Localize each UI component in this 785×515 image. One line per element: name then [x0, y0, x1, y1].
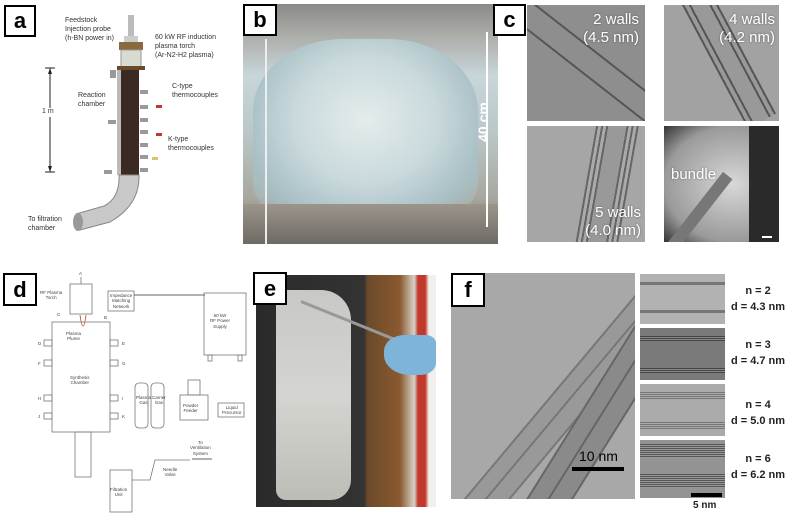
schematic-needle: Needle Valve — [163, 467, 178, 478]
tem-5walls: 5 walls(4.0 nm) — [527, 126, 645, 242]
annotation-reaction: Reaction chamber — [78, 92, 106, 108]
tem-5walls-label: 5 walls(4.0 nm) — [585, 204, 641, 239]
panel-f-label: f — [451, 273, 485, 307]
schematic-filtration: Filtration Unit — [110, 487, 128, 498]
port-k: K — [122, 414, 126, 419]
schematic-impedance: Impedance Matching Network — [110, 293, 133, 309]
synthesis-schematic — [43, 277, 247, 513]
annotation-torch: 60 kW RF induction plasma torch (Ar-N2-H… — [155, 34, 217, 59]
schematic-plasma-gas: Plasma Gas — [136, 395, 152, 406]
tem-inset-1 — [640, 274, 725, 324]
tem-4walls-label: 4 walls(4.2 nm) — [719, 11, 775, 46]
gloved-hand — [384, 335, 436, 375]
port-a: A — [79, 271, 83, 276]
panel-e — [256, 275, 436, 507]
schematic-torch: RF Plasma Torch — [40, 290, 63, 301]
schematic-power: 60 kW RF Power Supply — [210, 313, 231, 329]
panel-d-label: d — [3, 273, 37, 306]
scale-arrow — [486, 32, 488, 227]
scale-label: 40 cm — [475, 102, 491, 142]
annotation-scale: 1 m — [42, 108, 54, 117]
panel-b: 40 cm — [243, 4, 498, 244]
tem-inset-2 — [640, 328, 725, 380]
tem-inset-4 — [640, 440, 725, 498]
bn-fabric — [276, 290, 351, 500]
panel-a: a Feedstock Injection probe (h-BN power … — [0, 0, 240, 250]
port-j: J — [38, 414, 41, 419]
inset-scale-label: 5 nm — [693, 500, 717, 511]
schematic-liquid: Liquid Precursor — [222, 405, 242, 416]
tem-bundle-label: bundle — [671, 166, 717, 183]
main-scalebar — [572, 467, 624, 471]
tem-main: 10 nm — [451, 273, 635, 499]
tem-inset-3 — [640, 384, 725, 436]
port-c: C — [57, 312, 61, 317]
frame-rod — [265, 39, 267, 244]
annotation-feedstock: Feedstock Injection probe (h-BN power in… — [65, 17, 115, 42]
annotation-ktype: K-type thermocouples — [168, 136, 214, 152]
panel-a-label: a — [4, 5, 36, 37]
schematic-plume: Plasma Plume — [66, 331, 82, 342]
annotation-ctype: C-type thermocouples — [172, 83, 218, 99]
tem-4walls: 4 walls(4.2 nm) — [664, 5, 779, 121]
schematic-chamber: Synthesis Chamber — [70, 375, 90, 386]
chamber-rim — [243, 204, 498, 244]
reactor-illustration — [45, 15, 162, 231]
inset-scalebar — [691, 493, 722, 497]
tem-bundle: bundle — [664, 126, 779, 242]
panel-c-label: c — [493, 4, 526, 36]
panel-d: d RF Plasma Torch Impedance Matching Net… — [0, 255, 260, 515]
tem-2walls-label: 2 walls(4.5 nm) — [583, 11, 639, 46]
annotation-filtration: To filtration chamber — [28, 216, 62, 232]
port-e: E — [122, 341, 126, 346]
port-i: I — [122, 396, 124, 401]
port-h: H — [38, 396, 42, 401]
port-g: G — [122, 361, 126, 366]
panel-e-label: e — [253, 272, 287, 305]
schematic-powder: Powder Feeder — [183, 403, 199, 414]
panel-b-label: b — [243, 4, 277, 36]
tem-2walls: 2 walls(4.5 nm) — [527, 5, 645, 121]
port-f: F — [38, 361, 41, 366]
schematic-ventilation: To Ventilation System — [190, 440, 211, 456]
tissue-mass — [253, 39, 478, 219]
port-b: B — [104, 315, 108, 320]
port-d: D — [38, 341, 42, 346]
schematic-carrier-gas: Carrier Gas — [152, 395, 166, 406]
tem-bundle-scalebar — [762, 236, 772, 238]
main-scale-label: 10 nm — [579, 448, 618, 464]
